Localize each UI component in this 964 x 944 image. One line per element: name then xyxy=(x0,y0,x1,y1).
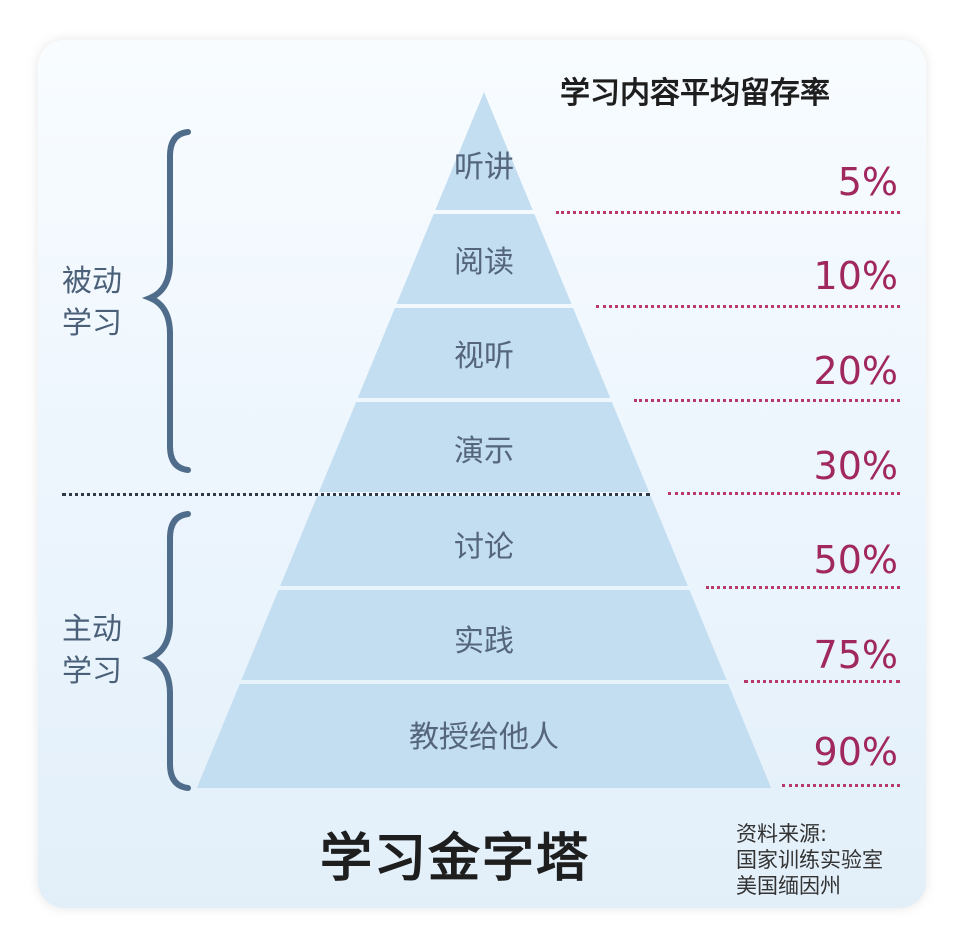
passive-label-line1: 被动 xyxy=(62,264,122,299)
passive-brace xyxy=(141,129,191,473)
pyramid-layer-practice xyxy=(241,590,727,680)
layer-label-practice: 实践 xyxy=(454,624,514,659)
pyramid-layers xyxy=(196,92,772,788)
rate-header: 学习内容平均留存率 xyxy=(560,76,830,111)
source-line-3: 美国缅因州 xyxy=(736,874,841,898)
rate-line-demonstration xyxy=(668,492,900,495)
layer-label-demonstration: 演示 xyxy=(454,434,514,469)
pyramid-layer-teaching-others xyxy=(196,684,772,788)
rate-demonstration: 30% xyxy=(813,444,898,488)
active-brace xyxy=(141,511,191,791)
rate-audiovisual: 20% xyxy=(813,349,898,393)
rate-reading: 10% xyxy=(813,254,898,298)
pyramid-title: 学习金字塔 xyxy=(320,829,591,889)
layer-label-listening: 听讲 xyxy=(454,150,514,185)
rate-line-discussion xyxy=(706,586,900,589)
layer-label-teaching-others: 教授给他人 xyxy=(409,720,559,755)
pyramid-layer-audiovisual xyxy=(357,308,611,398)
passive-active-divider xyxy=(62,493,650,496)
pyramid-layer-discussion xyxy=(280,496,688,586)
active-label-line1: 主动 xyxy=(62,612,122,647)
pyramid-layer-reading xyxy=(396,214,572,304)
pyramid-layer-demonstration xyxy=(318,402,650,492)
rate-line-audiovisual xyxy=(634,399,900,402)
rate-teaching-others: 90% xyxy=(813,730,898,774)
layer-label-discussion: 讨论 xyxy=(454,530,514,565)
passive-label-line2: 学习 xyxy=(62,306,122,341)
pyramid-layer-listening xyxy=(435,92,533,210)
rate-listening: 5% xyxy=(837,160,898,204)
rate-line-practice xyxy=(744,680,900,683)
rate-line-reading xyxy=(596,305,900,308)
rate-practice: 75% xyxy=(813,633,898,677)
rate-line-teaching-others xyxy=(782,784,900,787)
rate-line-listening xyxy=(556,211,900,214)
layer-label-audiovisual: 视听 xyxy=(454,339,514,374)
layer-label-reading: 阅读 xyxy=(454,245,514,280)
source-line-2: 国家训练实验室 xyxy=(736,848,883,872)
active-label-line2: 学习 xyxy=(62,654,122,689)
rate-discussion: 50% xyxy=(813,538,898,582)
source-line-1: 资料来源: xyxy=(736,822,828,846)
